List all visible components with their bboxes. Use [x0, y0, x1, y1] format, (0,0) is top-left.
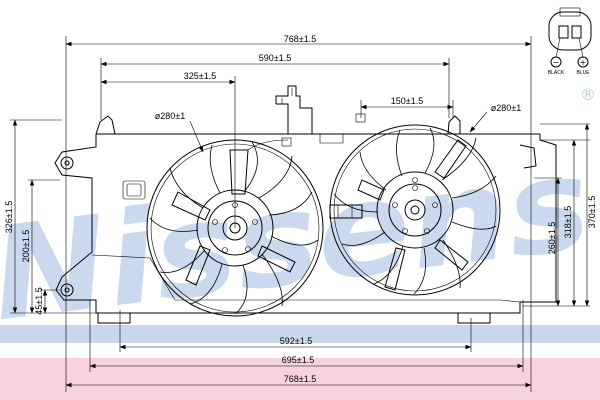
watermark-blue-band [0, 325, 600, 343]
label-width-bottom-3: 768±1.5 [284, 374, 316, 384]
label-height-right-b: 318±1.5 [563, 206, 573, 238]
label-height-left-total: 326±1.5 [4, 201, 14, 233]
connector-inset [548, 7, 592, 68]
label-height-right-total: 370±1.5 [587, 196, 597, 228]
connector-minus-symbol: − [553, 58, 560, 67]
watermark-registered-mark: ® [580, 85, 596, 104]
label-height-left-mid: 200±1.5 [21, 230, 31, 262]
label-offset-right: 150±1.5 [391, 96, 423, 106]
leader-diameter-left [189, 120, 204, 153]
connector-plus-symbol: + [580, 58, 587, 67]
label-width-mid: 590±1.5 [259, 53, 291, 63]
label-width-left-fan: 325±1.5 [184, 71, 216, 81]
leader-diameter-right [469, 111, 488, 133]
watermark-logo: Nissens [0, 129, 598, 350]
left-fan [146, 139, 324, 317]
right-fan [329, 124, 501, 296]
connector-minus-label: BLACK [548, 70, 565, 76]
label-width-bottom-1: 592±1.5 [280, 336, 312, 346]
label-width-bottom-2: 695±1.5 [282, 355, 314, 365]
label-width-top: 768±1.5 [284, 34, 316, 44]
label-height-right-a: 260±1.5 [547, 222, 557, 254]
shroud-outline [54, 85, 557, 324]
label-diameter-left: ø280±1 [155, 111, 185, 121]
label-diameter-right: ø280±1 [491, 103, 521, 113]
connector-plus-label: BLUE [576, 70, 590, 76]
label-height-left-low: 45±1.5 [34, 287, 44, 314]
